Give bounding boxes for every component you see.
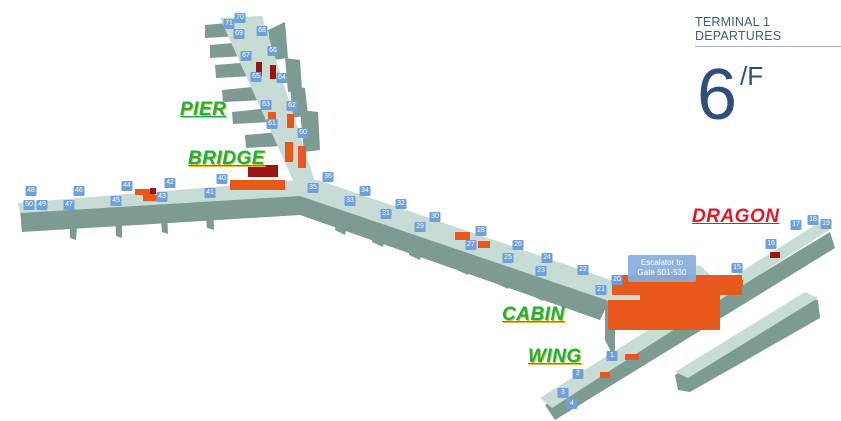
gate-2[interactable]: 2 bbox=[572, 369, 584, 379]
gate-31[interactable]: 31 bbox=[380, 209, 392, 219]
gate-40[interactable]: 40 bbox=[216, 174, 228, 184]
gate-41[interactable]: 41 bbox=[204, 188, 216, 198]
gate-28[interactable]: 28 bbox=[475, 226, 487, 236]
gate-44[interactable]: 44 bbox=[121, 181, 133, 191]
terminal-label: TERMINAL 1 bbox=[695, 15, 771, 29]
zone-dragon[interactable]: DRAGON bbox=[692, 206, 780, 227]
gate-43[interactable]: 43 bbox=[156, 192, 168, 202]
gate-16[interactable]: 16 bbox=[765, 239, 777, 249]
gate-48[interactable]: 48 bbox=[25, 186, 37, 196]
gate-63[interactable]: 63 bbox=[260, 100, 272, 110]
floor-number: 6 bbox=[697, 55, 738, 135]
gate-1[interactable]: 1 bbox=[606, 351, 618, 361]
gate-62[interactable]: 62 bbox=[286, 101, 298, 111]
gate-60[interactable]: 60 bbox=[297, 128, 309, 138]
gate-20[interactable]: 20 bbox=[611, 275, 623, 285]
gate-21[interactable]: 21 bbox=[595, 285, 607, 295]
title-divider bbox=[695, 46, 841, 47]
gate-67[interactable]: 67 bbox=[240, 51, 252, 61]
gate-65[interactable]: 65 bbox=[250, 72, 262, 82]
floor-suffix: /F bbox=[740, 61, 764, 91]
gate-71[interactable]: 71 bbox=[223, 19, 235, 29]
gate-15[interactable]: 15 bbox=[731, 263, 743, 273]
gate-50[interactable]: 50 bbox=[23, 200, 35, 210]
shops-dark bbox=[150, 62, 780, 258]
tooltip-line-1: Escalator to bbox=[640, 258, 684, 267]
gate-18[interactable]: 18 bbox=[807, 215, 819, 225]
gate-46[interactable]: 46 bbox=[73, 186, 85, 196]
gate-23[interactable]: 23 bbox=[535, 266, 547, 276]
tooltip-line-2: Gate 501-530 bbox=[637, 268, 687, 277]
gate-69[interactable]: 69 bbox=[233, 29, 245, 39]
zone-bridge[interactable]: BRIDGE bbox=[188, 148, 265, 169]
gate-17[interactable]: 17 bbox=[790, 220, 802, 230]
shops bbox=[135, 112, 743, 378]
zone-cabin[interactable]: CABIN bbox=[502, 304, 565, 325]
escalator-tooltip[interactable]: Escalator to Gate 501-530 bbox=[628, 255, 696, 282]
zone-wing[interactable]: WING bbox=[528, 346, 582, 367]
departures-label: DEPARTURES bbox=[695, 29, 782, 43]
gate-36[interactable]: 36 bbox=[322, 172, 334, 182]
zone-pier[interactable]: PIER bbox=[180, 99, 227, 120]
gate-64[interactable]: 64 bbox=[276, 73, 288, 83]
gate-35[interactable]: 35 bbox=[307, 183, 319, 193]
gate-25[interactable]: 25 bbox=[502, 253, 514, 263]
gate-42[interactable]: 42 bbox=[164, 178, 176, 188]
gate-22[interactable]: 22 bbox=[577, 265, 589, 275]
gate-68[interactable]: 68 bbox=[256, 26, 268, 36]
floor-title: TERMINAL 1 DEPARTURES 6 /F bbox=[695, 15, 841, 131]
gate-66[interactable]: 66 bbox=[267, 46, 279, 56]
gate-19[interactable]: 19 bbox=[820, 219, 832, 229]
gate-29[interactable]: 29 bbox=[414, 222, 426, 232]
gate-32[interactable]: 32 bbox=[395, 199, 407, 209]
gate-26[interactable]: 26 bbox=[512, 240, 524, 250]
gate-34[interactable]: 34 bbox=[359, 186, 371, 196]
gate-49[interactable]: 49 bbox=[36, 200, 48, 210]
gate-27[interactable]: 27 bbox=[465, 240, 477, 250]
gate-33[interactable]: 33 bbox=[344, 196, 356, 206]
gate-70[interactable]: 70 bbox=[234, 13, 246, 23]
gate-30[interactable]: 30 bbox=[429, 212, 441, 222]
gate-3[interactable]: 3 bbox=[557, 388, 569, 398]
gate-45[interactable]: 45 bbox=[110, 196, 122, 206]
gate-47[interactable]: 47 bbox=[63, 200, 75, 210]
gate-61[interactable]: 61 bbox=[266, 119, 278, 129]
gate-4[interactable]: 4 bbox=[566, 399, 578, 409]
gate-24[interactable]: 24 bbox=[541, 253, 553, 263]
